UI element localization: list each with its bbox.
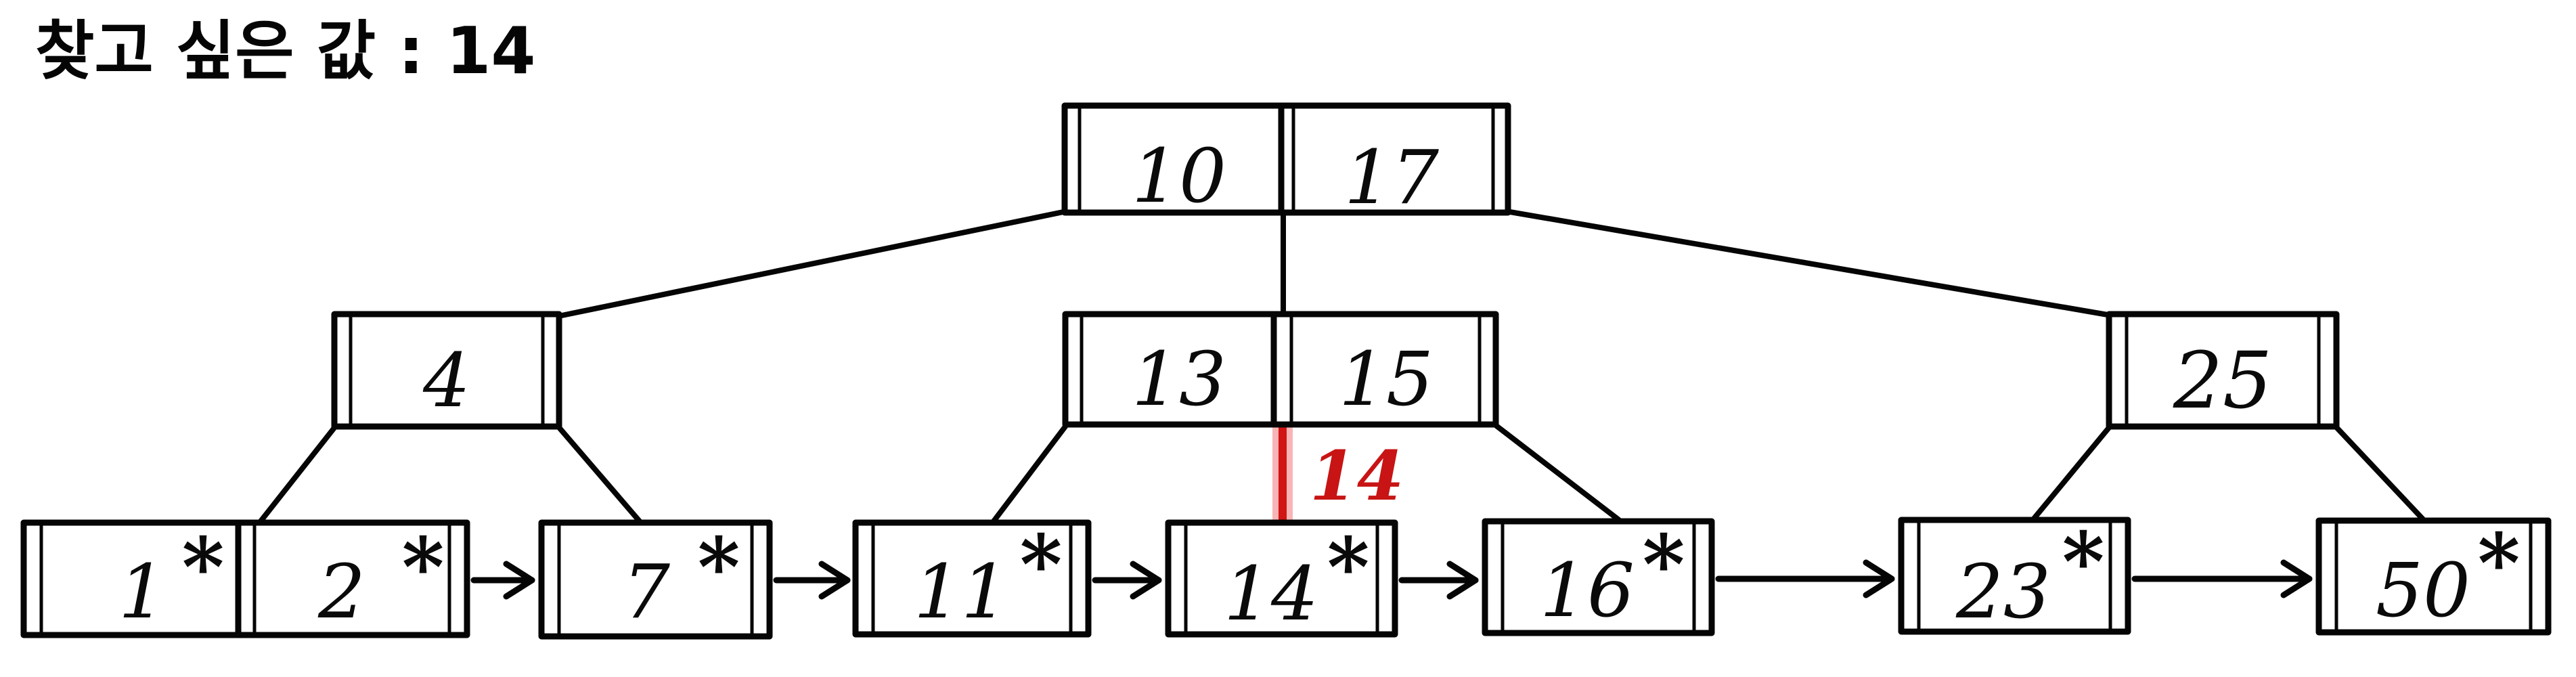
search-value-label: 14 [1310, 436, 1404, 516]
tree-edges [258, 209, 2426, 524]
record-pointer-star: * [1020, 517, 1063, 613]
internal-node-13-15: 13 15 [1062, 311, 1499, 428]
internal-node-box [331, 311, 562, 430]
leaf-key: 16 [1540, 547, 1635, 634]
internal-key: 13 [1132, 336, 1226, 422]
leaf-key: 1 [118, 548, 166, 635]
leaf-node-box [1165, 519, 1398, 638]
internal-node-box [1062, 311, 1499, 428]
leaf-node-11: 11 * [852, 517, 1092, 638]
root-node: 10 17 [1061, 102, 1511, 221]
record-pointer-star: * [1643, 517, 1685, 613]
leaf-key: 23 [1955, 548, 2051, 635]
leaf-key: 14 [1224, 550, 1318, 637]
leaf-node-1-2: 1 * 2 * [20, 519, 470, 638]
edge-node1315-to-leaf16 [1491, 421, 1622, 523]
leaf-node-23: 23 * [1898, 515, 2131, 635]
edge-node25-to-leaf23 [2031, 422, 2114, 521]
root-key: 10 [1132, 133, 1226, 219]
internal-node-4: 4 [331, 311, 562, 430]
leaf-key: 7 [623, 548, 670, 635]
internal-key: 25 [2173, 336, 2272, 427]
page-title: 찾고 싶은 값 : 14 [35, 14, 536, 89]
leaf-node-box [2315, 517, 2552, 636]
record-pointer-star: * [182, 520, 225, 615]
leaf-node-box [1898, 517, 2131, 635]
edge-node1315-to-leaf11 [991, 421, 1070, 524]
leaf-node-box [538, 519, 773, 640]
internal-node-box [2106, 311, 2340, 430]
leaf-node-box [1482, 518, 1715, 636]
leaf-node-box [852, 519, 1092, 638]
record-pointer-star: * [402, 520, 445, 615]
leaf-node-16: 16 * [1482, 517, 1715, 636]
search-path-highlight: 14 [1272, 411, 1404, 545]
internal-key: 15 [1339, 336, 1434, 422]
root-key: 17 [1344, 134, 1439, 221]
record-pointer-star: * [2478, 516, 2521, 611]
edge-root-to-node4 [559, 209, 1069, 318]
leaf-key: 11 [914, 548, 1008, 635]
record-pointer-star: * [2062, 515, 2105, 610]
edge-node4-to-leaf7 [554, 422, 642, 524]
edge-root-to-node25 [1503, 209, 2114, 318]
leaf-key: 2 [317, 548, 365, 635]
edge-node4-to-leaf12 [258, 422, 339, 524]
record-pointer-star: * [698, 520, 740, 615]
edge-node25-to-leaf50 [2332, 422, 2426, 522]
leaf-node-50: 50 * [2315, 516, 2552, 636]
leaf-node-box [20, 519, 470, 638]
root-node-box [1061, 102, 1511, 216]
leaf-node-14: 14 * [1165, 519, 1398, 638]
leaf-key: 50 [2376, 547, 2470, 634]
leaf-link-arrows [470, 559, 2313, 600]
leaf-node-7: 7 * [538, 519, 773, 640]
internal-node-25: 25 [2106, 311, 2340, 430]
internal-key: 4 [422, 337, 470, 424]
record-pointer-star: * [1327, 520, 1370, 615]
